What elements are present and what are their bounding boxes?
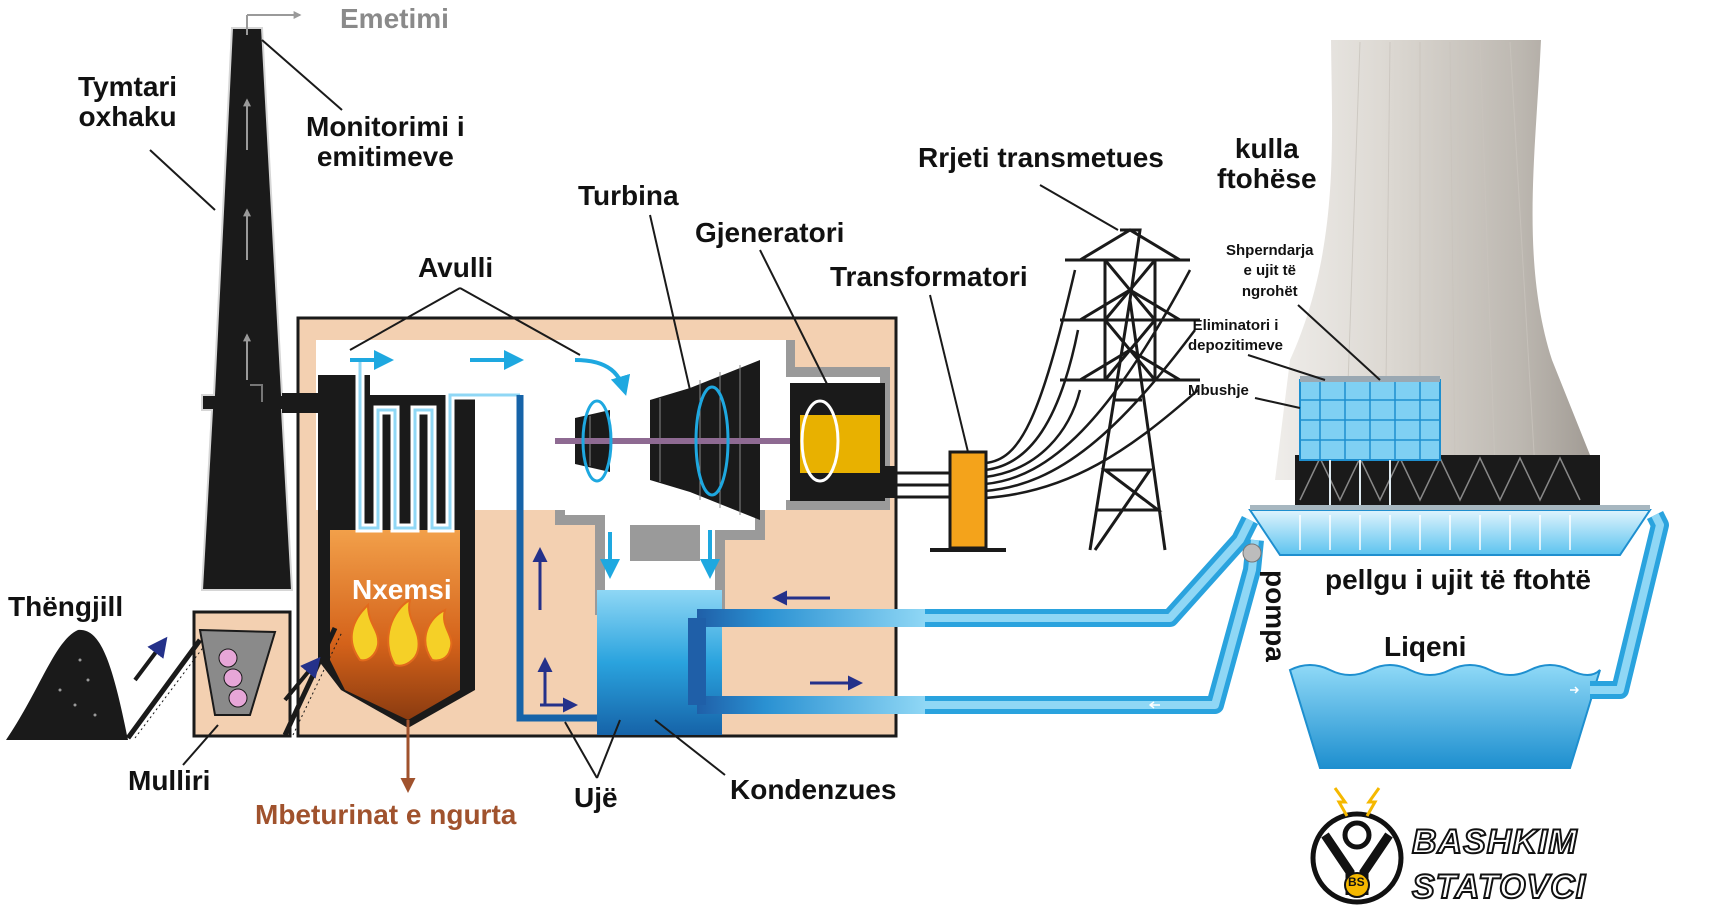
heat-label: Nxemsi bbox=[352, 574, 452, 605]
brand-name-line1: BASHKIM bbox=[1411, 822, 1578, 862]
chimney-smoke-label: Tymtari oxhaku bbox=[78, 71, 178, 133]
condenser-label: Kondenzues bbox=[730, 774, 897, 805]
emissions-label: Emetimi bbox=[340, 3, 449, 34]
turbine bbox=[555, 360, 790, 520]
water-flow-arrows bbox=[532, 547, 863, 713]
water-label: Ujë bbox=[574, 782, 618, 813]
steam-label: Avulli bbox=[418, 252, 494, 283]
cold-water-basin bbox=[1248, 505, 1652, 556]
power-cables bbox=[984, 269, 1199, 500]
pump-label: pompa bbox=[1260, 570, 1291, 662]
boiler bbox=[318, 360, 600, 728]
coal-pile bbox=[6, 629, 128, 740]
lake-label: Liqeni bbox=[1384, 631, 1467, 662]
turbine-label: Turbina bbox=[578, 180, 679, 211]
warm-water-distribution-label: Shperndarja e ujit të ngrohët bbox=[1226, 242, 1314, 300]
steam-flow-arrows bbox=[350, 350, 720, 579]
mill bbox=[198, 628, 277, 716]
coal-conveyors bbox=[125, 626, 343, 740]
transformer-label: Transformatori bbox=[830, 261, 1028, 292]
pump-icon bbox=[1242, 543, 1262, 563]
drift-eliminator-label: Eliminatori i depozitimeve bbox=[1188, 317, 1284, 355]
transmission-grid-label: Rrjeti transmetues bbox=[918, 142, 1164, 173]
emission-monitoring-label: Monitorimi i emitimeve bbox=[306, 111, 465, 173]
transmission-towers bbox=[1060, 228, 1200, 551]
cold-water-basin-label: pellgu i ujit të ftohtë bbox=[1325, 564, 1591, 595]
leader-lines bbox=[149, 39, 1381, 779]
cooling-tower bbox=[1275, 40, 1600, 510]
brand-logo bbox=[1310, 787, 1404, 905]
logo-letters: BS bbox=[1348, 875, 1365, 889]
generator-label: Gjeneratori bbox=[695, 217, 845, 248]
solid-waste-label: Mbeturinat e ngurta bbox=[255, 799, 517, 830]
cooling-tower-label: kulla ftohëse bbox=[1217, 133, 1317, 195]
cooling-fill-block bbox=[1299, 376, 1441, 510]
fill-label: Mbushje bbox=[1188, 382, 1249, 399]
transformer bbox=[890, 450, 1006, 552]
mill-label: Mulliri bbox=[128, 765, 211, 796]
generator bbox=[790, 383, 895, 501]
condenser bbox=[597, 525, 925, 735]
brand-name-line2: STATOVCI bbox=[1411, 867, 1587, 907]
coal-label: Thëngjill bbox=[8, 591, 124, 622]
lake bbox=[1288, 664, 1601, 769]
